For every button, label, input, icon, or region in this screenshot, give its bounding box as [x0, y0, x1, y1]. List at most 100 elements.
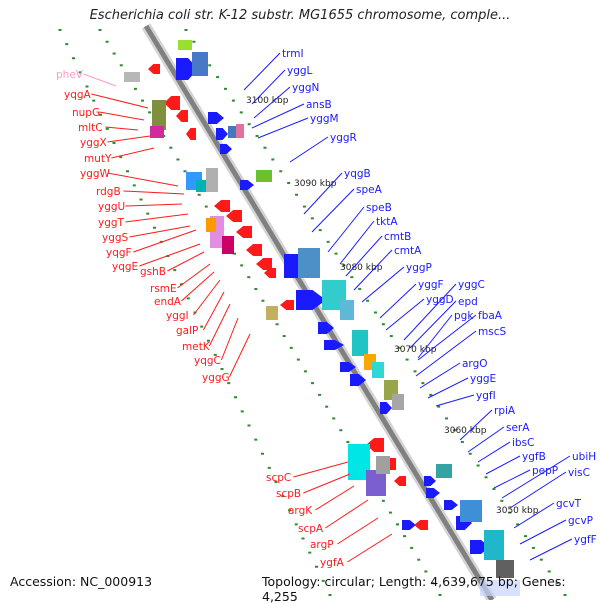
gene-leader-right: [251, 103, 305, 129]
gene-leader-right: [417, 314, 477, 361]
gene-label-left: gshB: [140, 266, 166, 278]
gene-label-left: yggI: [166, 310, 189, 322]
reverse-gene-arrow: [280, 300, 294, 310]
tick-dot-far: [261, 452, 264, 455]
tick-dot-inner: [216, 76, 220, 79]
reverse-gene-arrow: [226, 210, 242, 222]
gene-leader-left: [181, 271, 215, 302]
tick-dot-outer: [325, 405, 329, 408]
tick-dot-far: [254, 438, 258, 441]
forward-gene-arrow: [350, 374, 366, 386]
tick-dot-outer: [275, 323, 279, 326]
forward-gene-arrow: [318, 322, 334, 334]
gene-leader-left: [107, 172, 179, 187]
tick-dot-inner: [437, 405, 441, 408]
reverse-gene-arrow: [176, 110, 188, 122]
gene-leader-left: [129, 225, 191, 238]
gene-label-left: yggT: [98, 217, 125, 229]
tick-dot-inner: [295, 193, 299, 196]
tick-dot-outer: [176, 158, 180, 161]
gene-leader-left: [125, 203, 183, 207]
annotation-box: [352, 330, 368, 356]
tick-dot-inner: [247, 123, 251, 126]
gene-leader-right: [519, 519, 567, 545]
gene-leader-left: [193, 279, 221, 316]
tick-dot-inner: [192, 40, 196, 43]
tick-dot-far: [267, 466, 271, 469]
gene-leader-right: [243, 52, 281, 91]
gene-leader-right: [419, 362, 461, 389]
gene-leader-right: [417, 314, 453, 359]
annotation-box: [298, 248, 320, 278]
gene-leader-left: [107, 135, 151, 143]
reverse-gene-arrow: [164, 96, 180, 110]
tick-dot-outer: [119, 64, 123, 67]
tick-dot-outer: [311, 382, 314, 385]
tick-dot-far: [247, 424, 251, 427]
tick-dot-inner: [500, 499, 504, 502]
tick-dot-inner: [231, 99, 235, 102]
tick-dot-inner: [223, 87, 227, 90]
tick-dot-outer: [233, 252, 237, 255]
gene-leader-left: [133, 229, 197, 253]
gene-leader-right: [251, 69, 286, 105]
reverse-gene-arrow: [246, 244, 262, 256]
tick-dot-inner: [374, 311, 377, 314]
gene-leader-right: [493, 469, 531, 489]
tick-dot-outer: [339, 429, 343, 432]
tick-dot-inner: [397, 346, 401, 349]
gene-leader-right: [403, 283, 457, 341]
tick-dot-inner: [287, 182, 291, 185]
gene-leader-right: [379, 283, 417, 319]
tick-dot-inner: [484, 476, 488, 479]
tick-dot-inner: [460, 440, 464, 443]
tick-dot-far: [281, 495, 285, 498]
annotation-box: [392, 394, 404, 410]
tick-dot-far: [58, 29, 62, 31]
gene-label-right: gcvP: [568, 515, 593, 527]
gene-label-left: nupG: [72, 107, 100, 119]
tick-dot-outer: [381, 499, 385, 502]
gene-leader-left: [167, 251, 205, 272]
gene-leader-right: [303, 172, 343, 215]
gene-label-right: visC: [568, 467, 590, 479]
gene-label-right: ubiH: [572, 451, 596, 463]
tick-dot-outer: [388, 511, 392, 514]
tick-dot-outer: [247, 276, 251, 279]
tick-dot-far: [227, 382, 231, 385]
trna-label: pheV: [56, 69, 84, 81]
gene-leader-left: [83, 73, 117, 87]
gene-label-right: pgk: [454, 310, 474, 322]
gene-label-right: cmtB: [384, 231, 411, 243]
tick-dot-outer: [254, 287, 258, 290]
tick-dot-far: [301, 537, 305, 540]
tick-dot-far: [85, 85, 89, 88]
gene-leader-left: [125, 213, 189, 223]
gene-label-left: yqgA: [64, 89, 92, 101]
gene-leader-right: [459, 409, 493, 441]
gene-label-left: scpC: [266, 472, 291, 484]
gene-label-right: yggE: [470, 373, 496, 385]
gene-leader-left: [105, 126, 139, 131]
tick-dot-inner: [342, 264, 346, 267]
gene-leader-left: [208, 303, 231, 347]
gene-label-right: tktA: [376, 216, 398, 228]
gene-leader-left: [228, 333, 251, 378]
annotation-box: [206, 168, 218, 192]
tick-dot-inner: [279, 170, 283, 173]
tick-dot-inner: [310, 217, 314, 220]
tick-dot-far: [126, 170, 129, 173]
gene-label-left: metK: [182, 341, 211, 353]
annotation-box: [236, 124, 244, 138]
tick-dot-inner: [563, 594, 567, 596]
tick-dot-far: [146, 212, 150, 215]
gene-leader-left: [303, 473, 351, 494]
tick-dot-far: [240, 410, 244, 413]
gene-label-left: ygfA: [320, 557, 345, 569]
gene-leader-left: [123, 190, 185, 195]
tick-dot-outer: [112, 52, 116, 55]
forward-gene-arrow: [296, 290, 326, 310]
gene-label-right: yggN: [292, 82, 319, 94]
